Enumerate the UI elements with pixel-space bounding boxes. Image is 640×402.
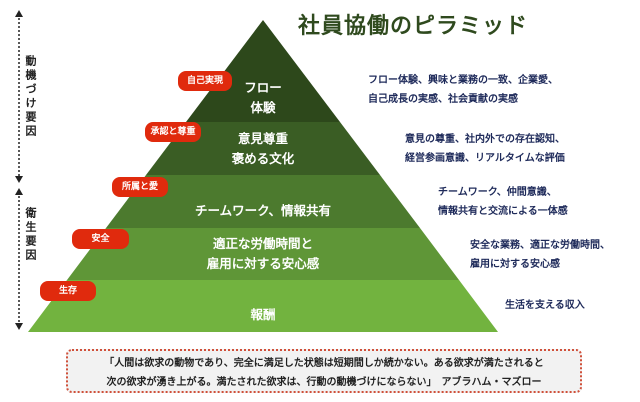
maslow-quote: 「人間は欲求の動物であり、完全に満足した状態は短期間しか続かない。ある欲求が満た… <box>66 349 582 393</box>
layer-1-description: フロー体験、興味と業務の一致、企業愛、自己成長の実感、社会貢献の実感 <box>368 75 558 105</box>
pyramid-layer-5 <box>28 280 498 332</box>
layer-4-description: 安全な業務、適正な労働時間、雇用に対する安心感 <box>470 240 610 270</box>
layer-2-description: 意見の尊重、社内外での存在認知、経営参画意識、リアルタイムな評価 <box>405 134 565 164</box>
arrow-heads <box>15 10 23 330</box>
layer-5-description: 生活を支える収入 <box>505 300 585 311</box>
layer-2-text: 意見尊重褒める文化 <box>231 131 295 166</box>
layer-4-text: 適正な労働時間と雇用に対する安心感 <box>206 236 320 271</box>
pyramid-layer-3 <box>106 175 420 228</box>
layer-3-description: チームワーク、仲間意識、情報共有と交流による一体感 <box>438 187 568 217</box>
badge-self-actualization: 自己実現 <box>178 71 232 91</box>
badge-survival: 生存 <box>40 281 96 301</box>
badge-safety: 安全 <box>72 229 129 249</box>
badge-esteem: 承認と尊重 <box>145 122 201 142</box>
pyramid-layer-2 <box>146 122 380 175</box>
hygiene-factor-label: 衛生要因 <box>24 207 37 263</box>
motivation-factor-label: 動機づけ要因 <box>24 55 37 139</box>
layer-5-text: 報酬 <box>250 307 276 322</box>
pyramid-layer-4 <box>67 228 459 280</box>
badge-belonging: 所属と愛 <box>112 177 168 197</box>
layer-3-text: チームワーク、情報共有 <box>194 203 331 218</box>
pyramid-layer-1 <box>186 20 340 122</box>
page-title: 社員協働のピラミッド <box>298 14 529 39</box>
layer-1-text: フロー体験 <box>244 80 282 115</box>
